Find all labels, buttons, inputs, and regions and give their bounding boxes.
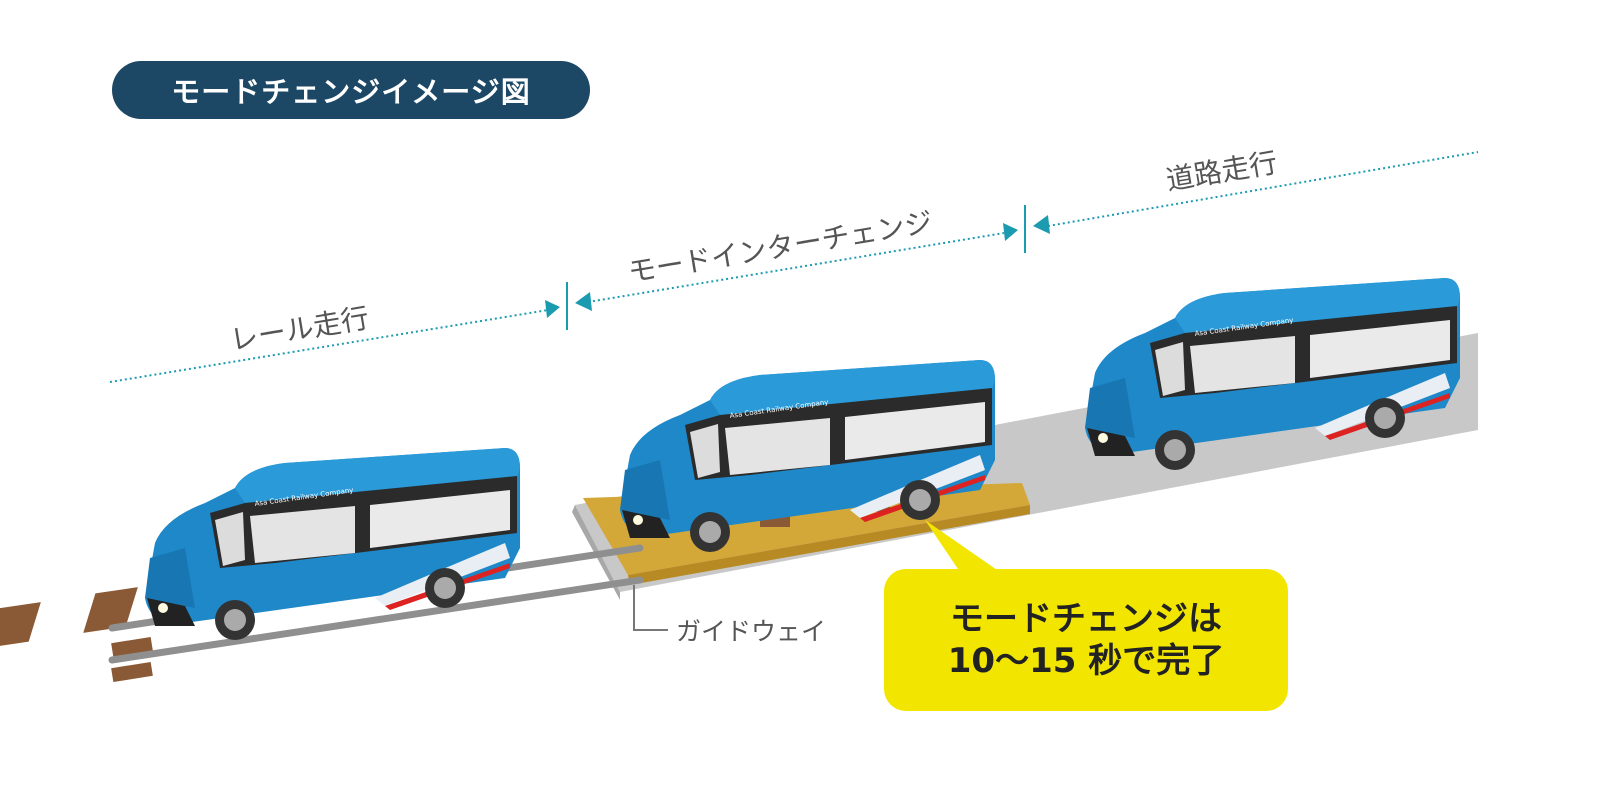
bus-rail-mode: Asa Coast Railway Company (145, 448, 520, 640)
diagram-title: モードチェンジイメージ図 (112, 61, 590, 119)
callout-pointer (925, 520, 1000, 572)
callout-line-2: 10〜15 秒で完了 (947, 641, 1225, 681)
bus-road-mode: Asa Coast Railway Company (1085, 278, 1460, 470)
phase-label-rail: レール走行 (228, 301, 372, 357)
guideway-label: ガイドウェイ (676, 617, 827, 646)
arrow-left-icon (1033, 215, 1050, 234)
arrow-left-icon (575, 292, 592, 311)
callout-box: モードチェンジは 10〜15 秒で完了 (884, 569, 1288, 711)
phase-line (109, 151, 1479, 383)
phase-label-road: 道路走行 (1164, 146, 1280, 197)
guideway-leader (633, 585, 668, 631)
arrow-right-icon (1003, 223, 1018, 241)
callout-line-1: モードチェンジは (950, 598, 1222, 639)
phase-label-interchange: モードインターチェンジ (626, 206, 935, 289)
arrow-right-icon (545, 300, 560, 318)
bus-mode-interchange: Asa Coast Railway Company (620, 360, 995, 552)
